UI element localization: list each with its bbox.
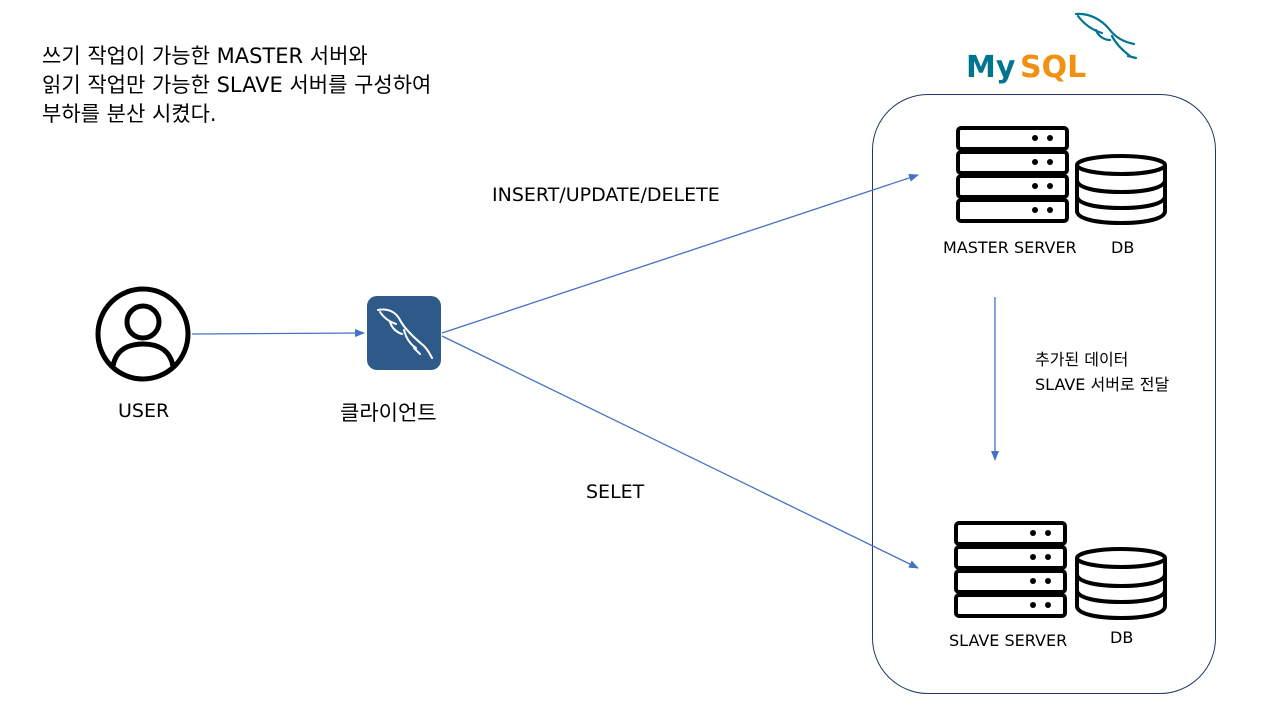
replication-label-line-1: 추가된 데이터	[1035, 350, 1129, 369]
description-line: 읽기 작업만 가능한 SLAVE 서버를 구성하여	[42, 73, 432, 97]
mysql-cluster-box	[872, 94, 1216, 694]
slave-server-icon	[954, 521, 1067, 618]
description: 쓰기 작업이 가능한 MASTER 서버와 읽기 작업만 가능한 SLAVE 서…	[42, 42, 431, 129]
master-db-icon	[1075, 154, 1167, 226]
master-db-label: DB	[1111, 238, 1135, 257]
master-server-label: MASTER SERVER	[943, 238, 1077, 257]
read-query-label: SELET	[586, 481, 645, 503]
mysql-logo-sql: SQL	[1020, 50, 1086, 85]
user-to-client-arrow	[191, 329, 365, 338]
write-query-label: INSERT/UPDATE/DELETE	[492, 184, 720, 206]
slave-server-label: SLAVE SERVER	[949, 631, 1068, 650]
mysql-logo-dolphin-icon	[1074, 12, 1138, 60]
user-circle-icon	[95, 286, 191, 382]
client-to-master-arrow	[441, 174, 919, 334]
mysql-logo: My SQL	[966, 12, 1138, 85]
user-label: USER	[118, 400, 170, 422]
slave-db-label: DB	[1110, 628, 1134, 647]
description-line: 쓰기 작업이 가능한 MASTER 서버와	[42, 44, 368, 68]
description-line: 부하를 분산 시켰다.	[42, 102, 217, 126]
mysql-logo-my: My	[966, 50, 1016, 85]
master-server-icon	[956, 126, 1069, 223]
client-label: 클라이언트	[340, 401, 437, 425]
slave-db-icon	[1075, 547, 1167, 621]
edges	[191, 174, 999, 569]
client-to-slave-arrow	[441, 335, 919, 569]
replication-label-line-2: SLAVE 서버로 전달	[1035, 375, 1170, 394]
mysql-dolphin-icon	[367, 296, 441, 370]
